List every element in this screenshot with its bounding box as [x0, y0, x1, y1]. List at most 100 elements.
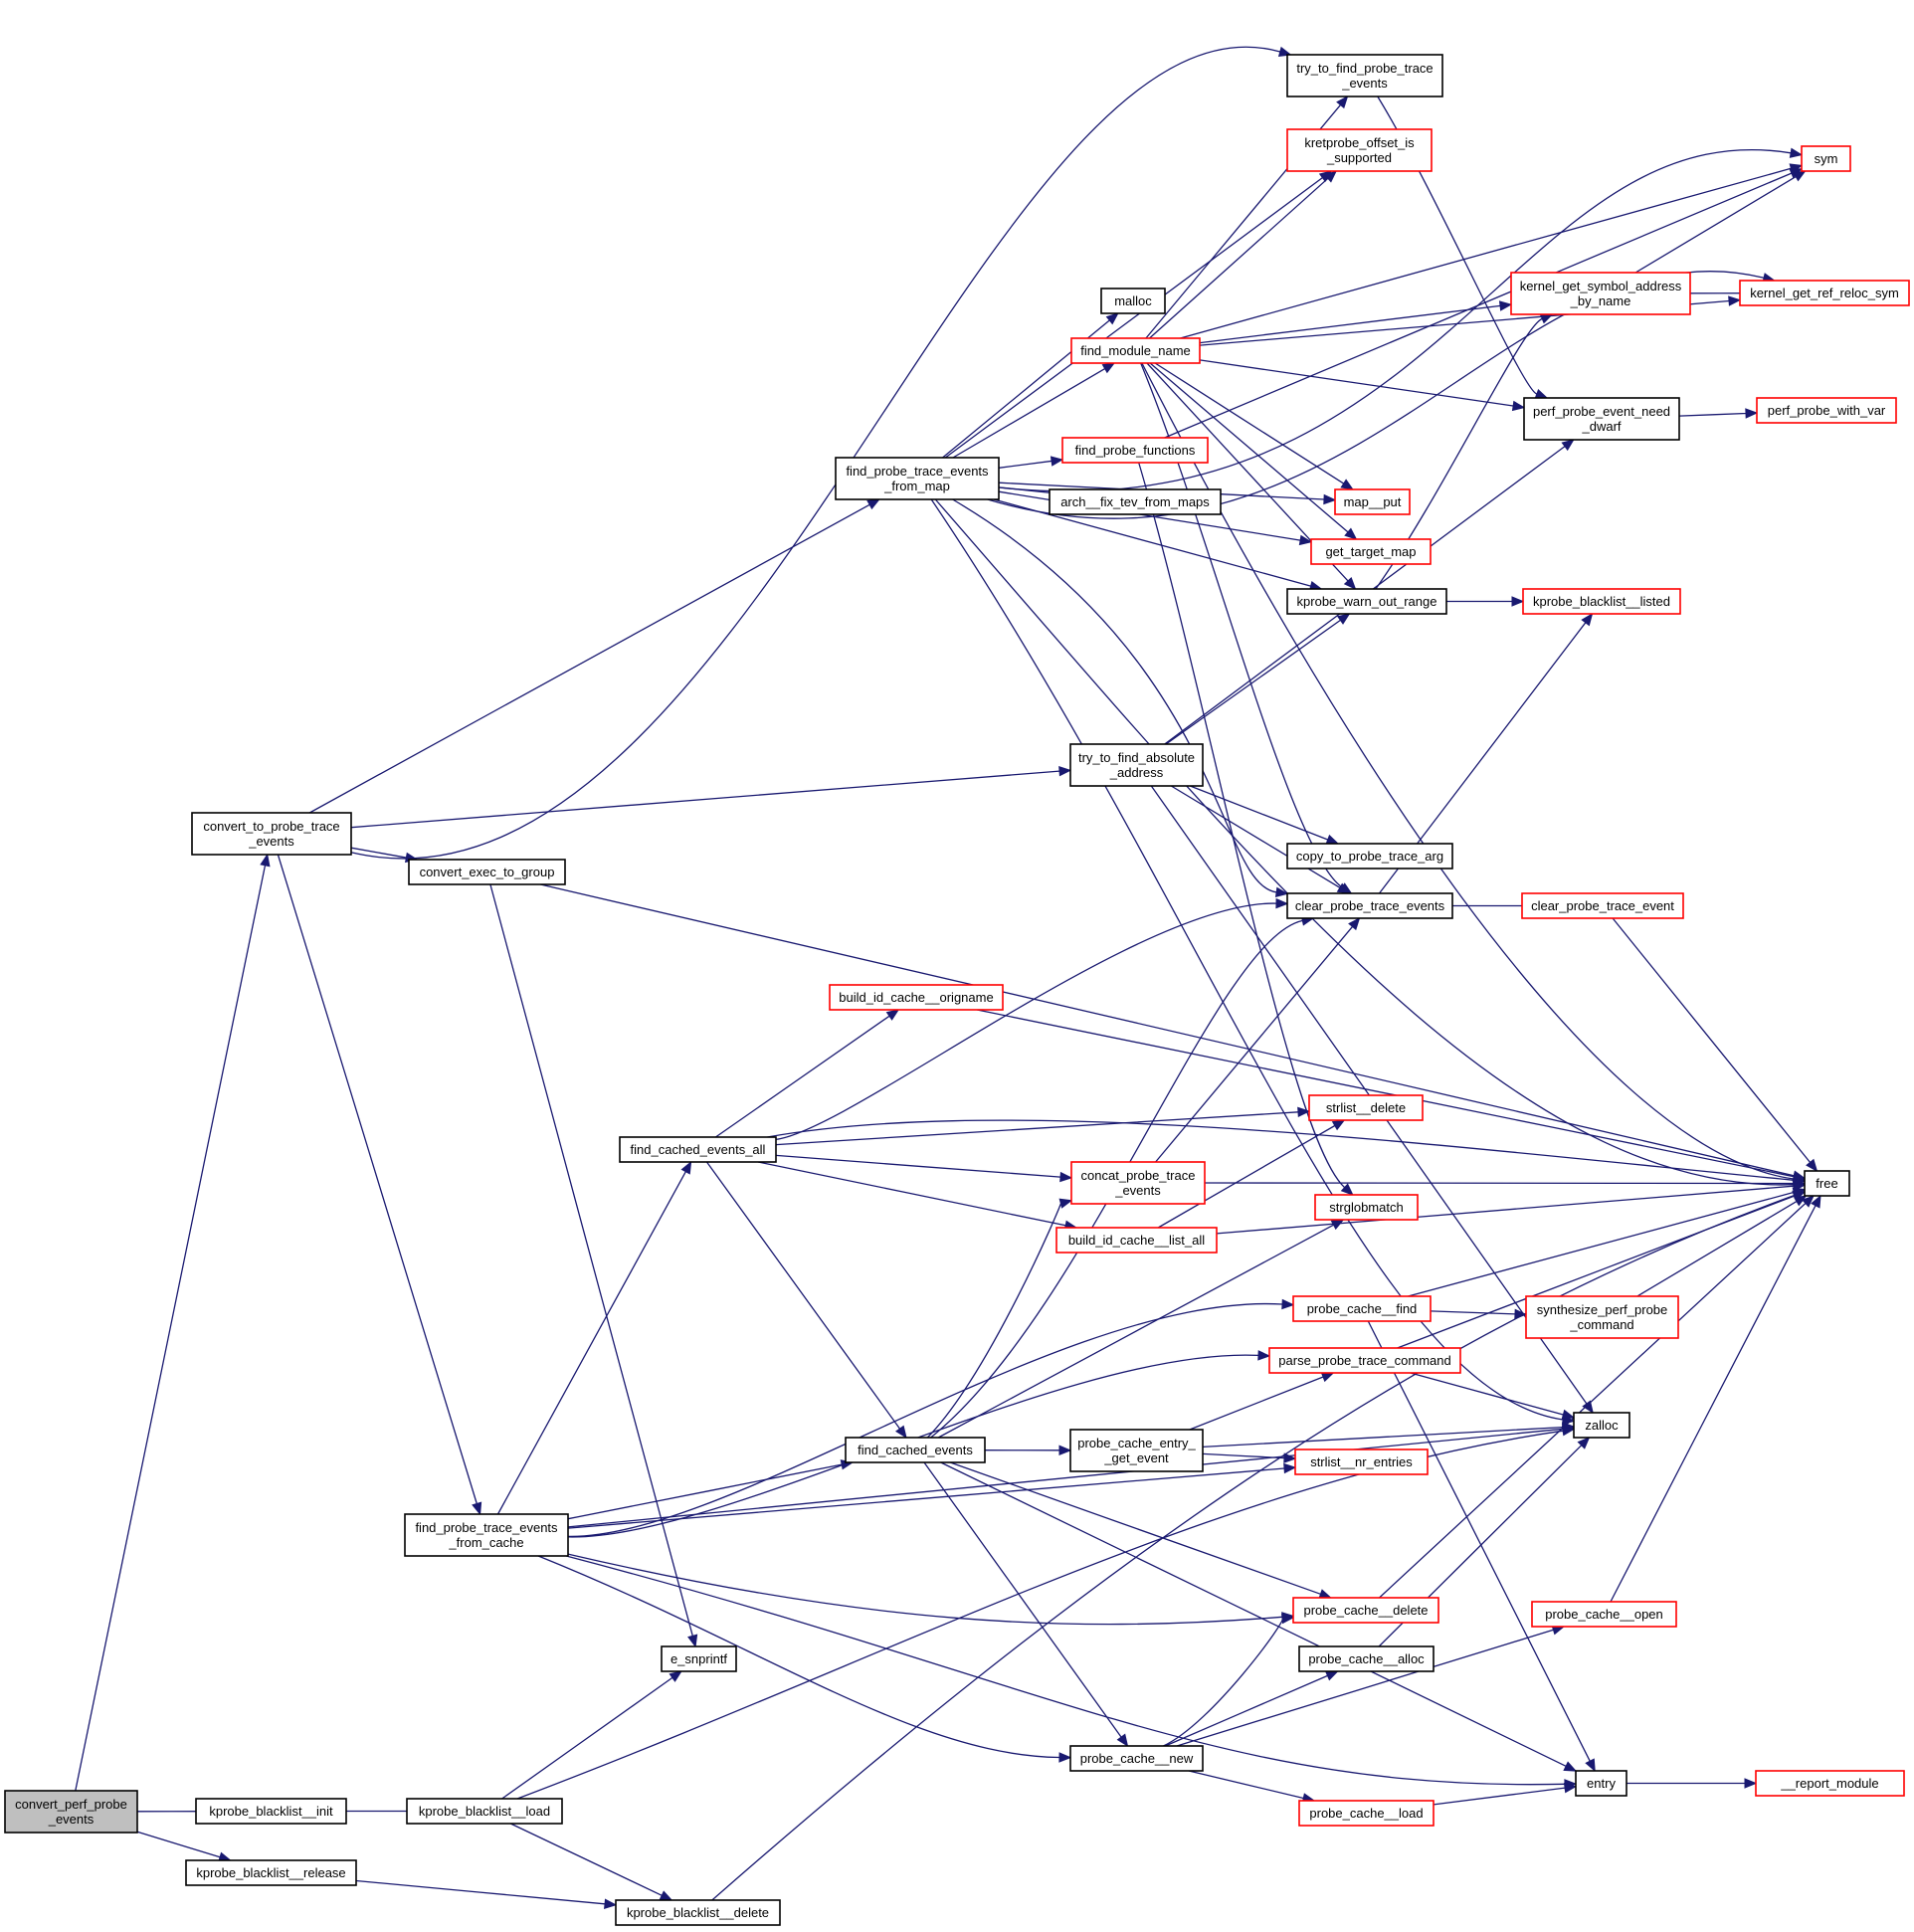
node-kprobe_warn_out_range[interactable]: kprobe_warn_out_range	[1286, 588, 1447, 615]
node-strlist__delete[interactable]: strlist__delete	[1308, 1094, 1424, 1121]
node-box	[1049, 488, 1222, 515]
node-label: entry	[1587, 1776, 1616, 1791]
node-box	[1268, 1347, 1461, 1374]
edge-probe_cache__new-to-probe_cache__alloc	[1165, 1670, 1339, 1747]
edge-line	[1199, 359, 1514, 407]
arrowhead-icon	[1298, 534, 1313, 546]
node-probe_cache__delete[interactable]: probe_cache__delete	[1292, 1597, 1439, 1624]
node-label: sym	[1815, 151, 1838, 166]
node-kprobe_blacklist__listed[interactable]: kprobe_blacklist__listed	[1522, 588, 1681, 615]
edge-convert_to_probe_trace_events-to-find_probe_trace_events_from_cache	[277, 854, 482, 1516]
node-probe_cache__new[interactable]: probe_cache__new	[1069, 1745, 1204, 1772]
node-parse_probe_trace_command[interactable]: parse_probe_trace_command	[1268, 1347, 1461, 1374]
node-build_id_cache__list_all[interactable]: build_id_cache__list_all	[1055, 1227, 1218, 1254]
node-probe_cache_entry__get_event[interactable]: probe_cache_entry__get_event	[1069, 1429, 1204, 1472]
node-try_to_find_absolute_address[interactable]: try_to_find_absolute_address	[1069, 743, 1204, 787]
node-probe_cache__find[interactable]: probe_cache__find	[1292, 1295, 1432, 1322]
node-strglobmatch[interactable]: strglobmatch	[1314, 1194, 1419, 1221]
node-find_probe_trace_events_from_map[interactable]: find_probe_trace_events_from_map	[835, 457, 1000, 500]
edge-kernel_get_symbol_address_by_name-to-sym	[1634, 170, 1807, 274]
node-kprobe_blacklist__delete[interactable]: kprobe_blacklist__delete	[615, 1899, 781, 1926]
node-kprobe_blacklist__release[interactable]: kprobe_blacklist__release	[185, 1859, 357, 1886]
node-sym[interactable]: sym	[1801, 145, 1851, 172]
node-clear_probe_trace_event[interactable]: clear_probe_trace_event	[1521, 892, 1684, 919]
node-kprobe_blacklist__load[interactable]: kprobe_blacklist__load	[406, 1798, 563, 1825]
node-convert_exec_to_group[interactable]: convert_exec_to_group	[408, 859, 566, 885]
edge-line	[1202, 1452, 1285, 1459]
node-kernel_get_symbol_address_by_name[interactable]: kernel_get_symbol_address_by_name	[1510, 272, 1691, 315]
node-label: kprobe_warn_out_range	[1297, 594, 1437, 609]
node-label: _from_map	[883, 479, 950, 493]
arrowhead-icon	[1343, 577, 1357, 590]
node-label: kprobe_blacklist__init	[209, 1804, 333, 1819]
edge-build_id_cache__origname-to-free	[977, 1009, 1807, 1182]
node-map__put[interactable]: map__put	[1334, 488, 1411, 515]
node-find_probe_functions[interactable]: find_probe_functions	[1061, 437, 1209, 464]
arrowhead-icon	[1325, 834, 1340, 845]
arrowhead-icon	[1744, 1778, 1758, 1789]
arrowhead-icon	[1297, 1106, 1311, 1117]
edge-find_cached_events_all-to-clear_probe_trace_events	[775, 897, 1289, 1141]
node-label: _events	[1114, 1183, 1161, 1198]
node-malloc[interactable]: malloc	[1100, 288, 1166, 314]
node-label: perf_probe_with_var	[1768, 403, 1886, 418]
node-find_cached_events[interactable]: find_cached_events	[845, 1437, 986, 1463]
node-probe_cache__open[interactable]: probe_cache__open	[1531, 1601, 1677, 1628]
arrowhead-icon	[680, 1160, 692, 1175]
node-get_target_map[interactable]: get_target_map	[1310, 538, 1432, 565]
node-free[interactable]: free	[1804, 1170, 1850, 1197]
node-label: convert_to_probe_trace	[203, 819, 339, 834]
node-zalloc[interactable]: zalloc	[1573, 1412, 1630, 1439]
node-label: kernel_get_ref_reloc_sym	[1750, 286, 1899, 300]
edge-find_probe_trace_events_from_map-to-clear_probe_trace_events	[952, 498, 1289, 897]
node-find_probe_trace_events_from_cache[interactable]: find_probe_trace_events_from_cache	[404, 1513, 569, 1557]
arrowhead-icon	[1257, 1350, 1271, 1361]
edge-line	[1164, 172, 1793, 439]
edge-probe_cache__find-to-entry	[1367, 1320, 1596, 1773]
node-label: clear_probe_trace_event	[1531, 898, 1674, 913]
edge-line	[1165, 619, 1341, 745]
edge-try_to_find_absolute_address-to-kprobe_warn_out_range	[1165, 613, 1351, 745]
node-find_module_name[interactable]: find_module_name	[1070, 337, 1201, 364]
edge-line	[998, 149, 1792, 492]
node-entry[interactable]: entry	[1575, 1770, 1627, 1797]
edge-line	[926, 1202, 1062, 1439]
node-concat_probe_trace_events[interactable]: concat_probe_trace_events	[1070, 1161, 1206, 1205]
edge-find_cached_events_all-to-strlist__delete	[775, 1106, 1311, 1146]
node-convert_perf_probe_events[interactable]: convert_perf_probe_events	[4, 1790, 138, 1834]
edge-line	[308, 503, 870, 814]
node-perf_probe_event_need_dwarf[interactable]: perf_probe_event_need_dwarf	[1523, 397, 1680, 441]
node-arch__fix_tev_from_maps[interactable]: arch__fix_tev_from_maps	[1049, 488, 1222, 515]
node-kretprobe_offset_is_supported[interactable]: kretprobe_offset_is_supported	[1286, 128, 1433, 172]
node-kprobe_blacklist__init[interactable]: kprobe_blacklist__init	[195, 1798, 347, 1825]
edge-line	[1180, 167, 1792, 339]
arrowhead-icon	[1802, 1195, 1815, 1208]
edge-find_cached_events_all-to-build_id_cache__origname	[715, 1009, 900, 1138]
edge-find_module_name-to-kretprobe_offset_is_supported	[1149, 170, 1338, 339]
edge-convert_perf_probe_events-to-convert_to_probe_trace_events	[75, 853, 271, 1792]
node-label: build_id_cache__origname	[839, 990, 993, 1005]
edge-line	[1678, 412, 1747, 417]
node-perf_probe_with_var[interactable]: perf_probe_with_var	[1756, 397, 1897, 424]
node-box	[406, 1798, 563, 1825]
edge-line	[1176, 1629, 1554, 1747]
node-convert_to_probe_trace_events[interactable]: convert_to_probe_trace_events	[191, 812, 352, 856]
node-clear_probe_trace_events[interactable]: clear_probe_trace_events	[1286, 892, 1453, 919]
node-strlist__nr_entries[interactable]: strlist__nr_entries	[1294, 1449, 1429, 1475]
node-build_id_cache__origname[interactable]: build_id_cache__origname	[829, 984, 1004, 1011]
node-find_cached_events_all[interactable]: find_cached_events_all	[619, 1136, 777, 1163]
node-kernel_get_ref_reloc_sym[interactable]: kernel_get_ref_reloc_sym	[1739, 280, 1910, 306]
edge-find_probe_trace_events_from_cache-to-find_cached_events_all	[496, 1160, 692, 1515]
arrowhead-icon	[1274, 886, 1289, 897]
node-probe_cache__load[interactable]: probe_cache__load	[1298, 1800, 1435, 1827]
node-synthesize_perf_probe_command[interactable]: synthesize_perf_probe_command	[1525, 1295, 1679, 1339]
node-e_snprintf[interactable]: e_snprintf	[661, 1645, 737, 1672]
edge-line	[1138, 462, 1346, 1189]
node-probe_cache__alloc[interactable]: probe_cache__alloc	[1298, 1645, 1435, 1672]
edge-line	[277, 854, 478, 1504]
node-copy_to_probe_trace_arg[interactable]: copy_to_probe_trace_arg	[1286, 843, 1453, 869]
node-try_to_find_probe_trace_events[interactable]: try_to_find_probe_trace_events	[1286, 54, 1443, 97]
node-label: probe_cache__load	[1309, 1806, 1423, 1821]
node-__report_module[interactable]: __report_module	[1755, 1770, 1905, 1797]
node-label: _address	[1109, 765, 1164, 780]
